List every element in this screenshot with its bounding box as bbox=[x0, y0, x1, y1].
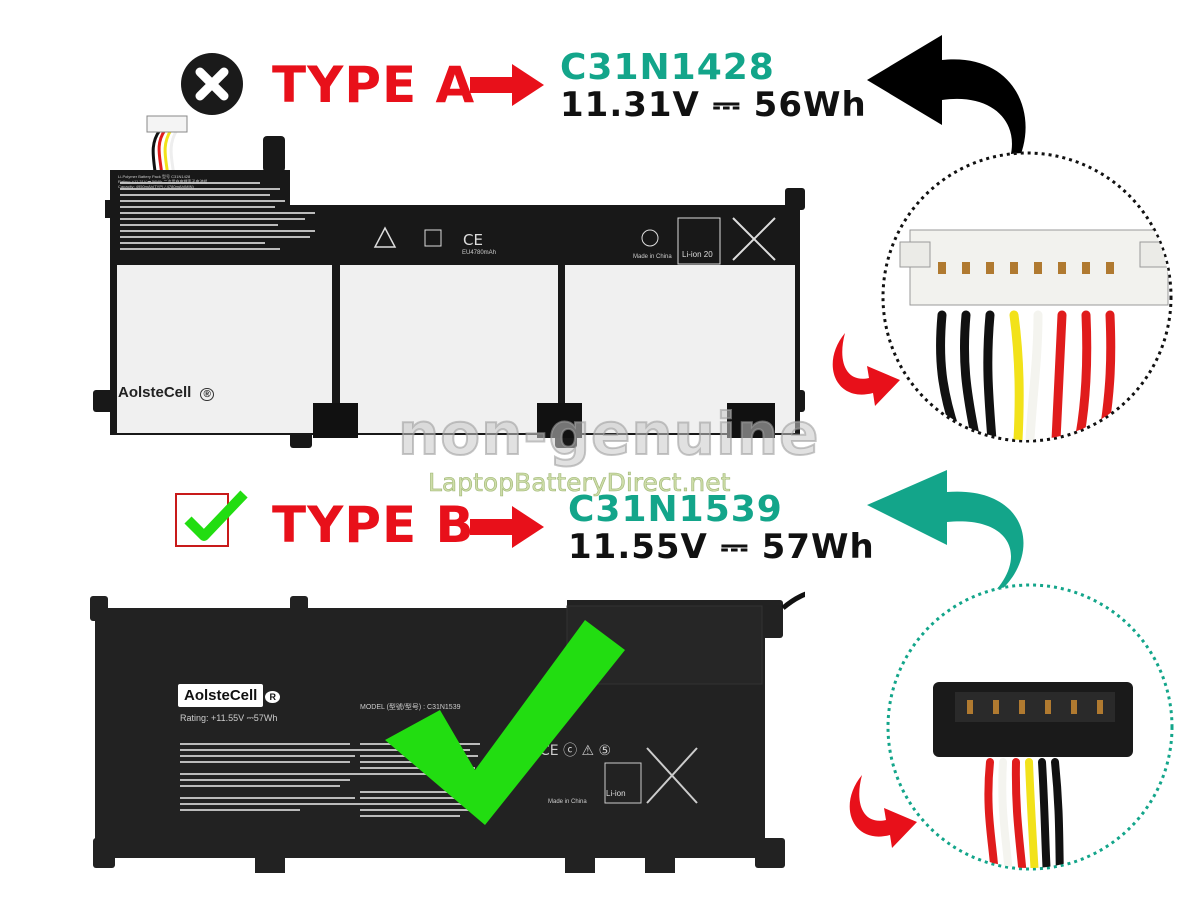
type-a-recycle: Li-ion 20 bbox=[682, 250, 713, 259]
x-circle-icon bbox=[181, 53, 243, 115]
type-b-recycle: Li-ion bbox=[606, 789, 626, 798]
type-a-brand-mark: ® bbox=[200, 388, 214, 401]
type-a-status bbox=[180, 52, 244, 116]
type-a-made-in: Made in China bbox=[633, 254, 672, 260]
svg-text:CE ⓒ ⚠ ⑤: CE ⓒ ⚠ ⑤ bbox=[540, 743, 611, 759]
type-b-model-text: MODEL (型號/型号) : C31N1539 bbox=[360, 704, 461, 711]
black-curved-arrow-icon bbox=[862, 30, 1037, 209]
type-a-label-text: Li-Polymer Battery Pack 型号 C31N1428 Rati… bbox=[118, 174, 208, 189]
type-b-status bbox=[174, 490, 254, 548]
type-a-model: C31N1428 bbox=[560, 47, 775, 88]
type-b-label: TYPE B bbox=[272, 496, 475, 554]
red-curved-arrow-icon-b bbox=[842, 770, 917, 854]
type-a-cert-text: EU4780mAh bbox=[462, 250, 497, 256]
type-b-connector-zoom bbox=[885, 582, 1175, 872]
checkmark-icon bbox=[175, 490, 248, 547]
type-b-spec: 11.55V ⎓ 57Wh bbox=[568, 527, 875, 567]
type-b-brand: AolsteCell bbox=[178, 684, 264, 707]
svg-text:CE: CE bbox=[463, 231, 483, 249]
type-b-brand-mark: R bbox=[265, 691, 280, 703]
red-arrow-icon-b bbox=[470, 506, 544, 552]
red-arrow-icon bbox=[470, 64, 544, 110]
type-a-label: TYPE A bbox=[272, 56, 476, 114]
type-b-brand-tag: AolsteCell R bbox=[178, 684, 280, 707]
type-a-spec: 11.31V ⎓ 56Wh bbox=[560, 85, 867, 125]
watermark-non-genuine: non-genuine bbox=[397, 399, 820, 469]
teal-curved-arrow-icon bbox=[862, 470, 1032, 614]
type-b-rating: Rating: +11.55V ⎓57Wh bbox=[180, 713, 278, 723]
type-b-made-in: Made in China bbox=[548, 799, 587, 805]
red-curved-arrow-icon bbox=[825, 328, 900, 412]
type-a-battery-image: CE bbox=[85, 110, 810, 455]
type-a-connector-zoom bbox=[880, 150, 1175, 445]
type-b-model: C31N1539 bbox=[568, 489, 783, 530]
watermark-site: LaptopBatteryDirect.net bbox=[428, 468, 731, 498]
green-checkmark-icon bbox=[380, 620, 630, 834]
type-a-brand-tag: AolsteCell ® bbox=[118, 382, 214, 401]
type-a-brand: AolsteCell bbox=[118, 384, 192, 401]
